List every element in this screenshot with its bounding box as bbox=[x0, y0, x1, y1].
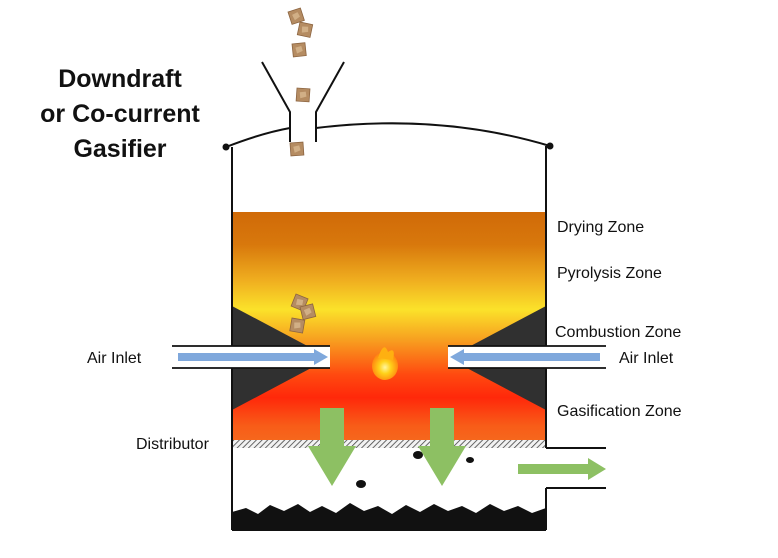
gas-outlet-arrow bbox=[518, 458, 606, 480]
title-line-2: or Co-current bbox=[40, 100, 200, 128]
gas-arrow-down-right bbox=[418, 408, 466, 486]
air-arrow-right bbox=[450, 349, 600, 365]
title-line-3: Gasifier bbox=[73, 135, 167, 163]
ash-bed bbox=[232, 503, 546, 530]
flame-icon bbox=[372, 347, 398, 380]
label-distributor: Distributor bbox=[136, 436, 209, 453]
label-air-inlet-right: Air Inlet bbox=[619, 350, 674, 367]
char-particle bbox=[356, 480, 366, 488]
vessel-outline bbox=[225, 61, 606, 531]
biomass-chip bbox=[289, 141, 305, 157]
label-air-inlet-left: Air Inlet bbox=[87, 350, 142, 367]
air-arrow-left bbox=[178, 349, 328, 365]
biomass-chip bbox=[295, 87, 311, 103]
biomass-chip bbox=[299, 303, 317, 321]
distributor-grate bbox=[232, 440, 546, 448]
label-gasification-zone: Gasification Zone bbox=[557, 403, 682, 420]
char-particle bbox=[466, 457, 474, 463]
label-combustion-zone: Combustion Zone bbox=[555, 324, 682, 341]
title-line-1: Downdraft bbox=[58, 65, 182, 93]
label-drying-zone: Drying Zone bbox=[557, 219, 645, 236]
biomass-chip bbox=[291, 42, 307, 58]
char-particle bbox=[413, 451, 423, 459]
reaction-zones bbox=[232, 212, 546, 444]
biomass-chip bbox=[287, 7, 305, 25]
diagram-title: Downdraft or Co-current Gasifier bbox=[20, 62, 220, 167]
gas-arrow-down-left bbox=[308, 408, 356, 486]
label-pyrolysis-zone: Pyrolysis Zone bbox=[557, 265, 662, 282]
biomass-chip bbox=[289, 317, 306, 334]
biomass-chip bbox=[296, 21, 314, 38]
